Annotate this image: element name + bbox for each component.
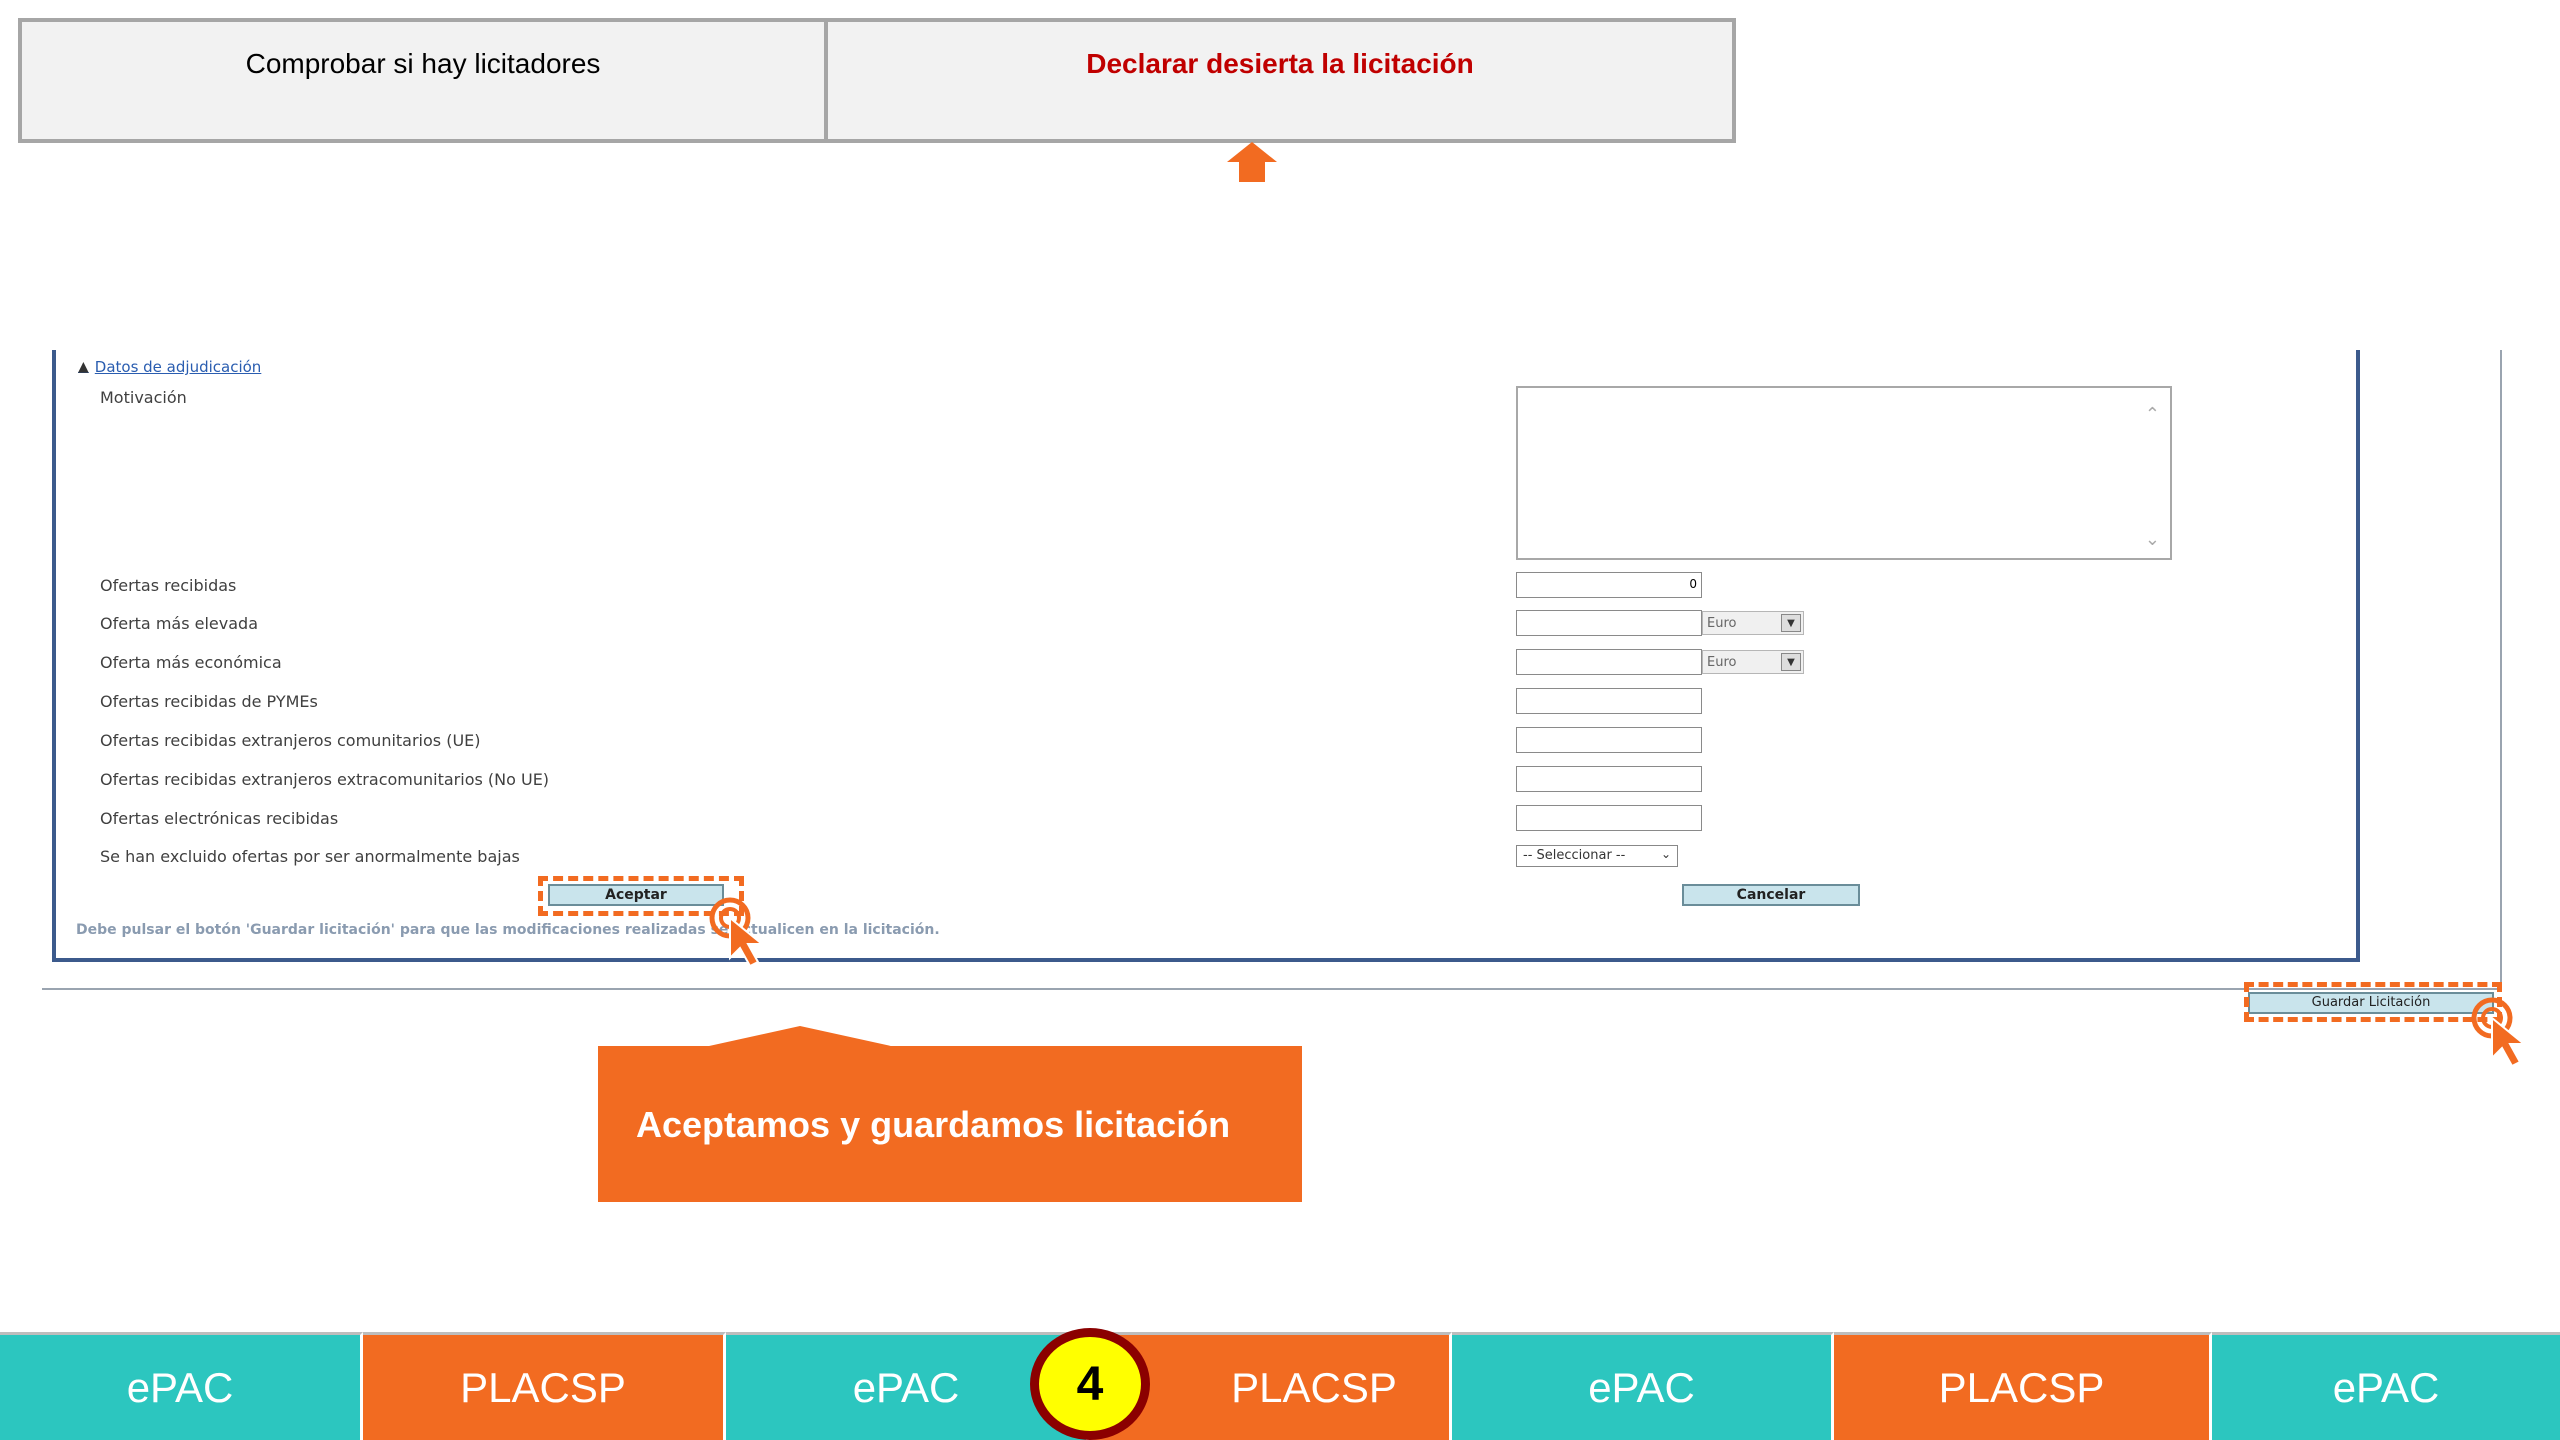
currency-select-elevada[interactable]: Euro ▼	[1702, 611, 1804, 635]
currency-select-economica[interactable]: Euro ▼	[1702, 650, 1804, 674]
scroll-up-icon[interactable]: ⌃	[2144, 404, 2160, 424]
excluido-select-value: -- Seleccionar --	[1523, 848, 1626, 863]
motivacion-textarea[interactable]: ⌃ ⌄	[1516, 386, 2172, 560]
ofertas-ue-input[interactable]	[1516, 727, 1702, 753]
panel-right-border	[2500, 350, 2502, 990]
tab-check-bidders[interactable]: Comprobar si hay licitadores	[22, 22, 828, 139]
nav-segment-placsp-3[interactable]: PLACSP	[1834, 1332, 2212, 1440]
excluido-bajas-select[interactable]: -- Seleccionar -- ⌄	[1516, 845, 1678, 867]
guardar-licitacion-button[interactable]: Guardar Licitación	[2248, 992, 2494, 1014]
tab-check-bidders-label: Comprobar si hay licitadores	[245, 48, 601, 79]
section-link-award-data[interactable]: ▲ Datos de adjudicación	[78, 358, 261, 376]
click-cursor-icon	[709, 897, 765, 966]
chevron-down-icon: ▼	[1781, 653, 1801, 671]
currency-value: Euro	[1707, 616, 1737, 631]
ofertas-recibidas-input[interactable]: 0	[1516, 572, 1702, 598]
chevron-down-icon: ▼	[1781, 614, 1801, 632]
nav-segment-epac-4[interactable]: ePAC	[2212, 1332, 2560, 1440]
click-cursor-icon	[2471, 997, 2527, 1066]
section-link-label: Datos de adjudicación	[94, 358, 262, 376]
up-arrow-icon	[1227, 142, 1277, 182]
cancelar-button[interactable]: Cancelar	[1682, 884, 1860, 906]
ofertas-no-ue-input[interactable]	[1516, 766, 1702, 792]
bottom-nav-bar: ePAC PLACSP ePAC PLACSP ePAC PLACSP ePAC	[0, 1332, 2560, 1440]
label-ofertas-recibidas: Ofertas recibidas	[100, 576, 237, 595]
label-ofertas-electronicas: Ofertas electrónicas recibidas	[100, 809, 339, 828]
divider	[42, 988, 2502, 990]
chevron-down-icon: ⌄	[1660, 847, 1671, 861]
label-excluido-bajas: Se han excluido ofertas por ser anormalm…	[100, 847, 520, 866]
nav-segment-placsp-1[interactable]: PLACSP	[363, 1332, 726, 1440]
label-oferta-mas-elevada: Oferta más elevada	[100, 614, 258, 633]
highlight-guardar	[2244, 982, 2502, 1022]
scroll-down-icon[interactable]: ⌄	[2144, 529, 2160, 549]
tab-declare-void-label: Declarar desierta la licitación	[1086, 48, 1474, 79]
step-number-badge: 4	[1030, 1328, 1150, 1440]
nav-segment-epac-3[interactable]: ePAC	[1452, 1332, 1834, 1440]
save-hint-text: Debe pulsar el botón 'Guardar licitación…	[76, 922, 940, 938]
oferta-mas-elevada-input[interactable]	[1516, 610, 1702, 636]
aceptar-button[interactable]: Aceptar	[548, 884, 724, 906]
tab-header: Comprobar si hay licitadores Declarar de…	[18, 18, 1736, 143]
label-ofertas-pymes: Ofertas recibidas de PYMEs	[100, 692, 318, 711]
callout-text: Aceptamos y guardamos licitación	[636, 1104, 1231, 1145]
ofertas-pymes-input[interactable]	[1516, 688, 1702, 714]
nav-segment-epac-2[interactable]: ePAC	[726, 1332, 1089, 1440]
label-ofertas-ue: Ofertas recibidas extranjeros comunitari…	[100, 731, 481, 750]
highlight-aceptar	[538, 876, 744, 916]
callout-pointer	[700, 1026, 900, 1048]
label-ofertas-no-ue: Ofertas recibidas extranjeros extracomun…	[100, 770, 550, 789]
label-motivacion: Motivación	[100, 388, 187, 407]
chevron-up-icon: ▲	[78, 359, 89, 375]
nav-segment-epac-1[interactable]: ePAC	[0, 1332, 363, 1440]
currency-value: Euro	[1707, 655, 1737, 670]
oferta-mas-economica-input[interactable]	[1516, 649, 1702, 675]
tab-declare-void[interactable]: Declarar desierta la licitación	[828, 22, 1732, 139]
label-oferta-mas-economica: Oferta más económica	[100, 653, 282, 672]
callout-box	[598, 1046, 1302, 1202]
ofertas-electronicas-input[interactable]	[1516, 805, 1702, 831]
